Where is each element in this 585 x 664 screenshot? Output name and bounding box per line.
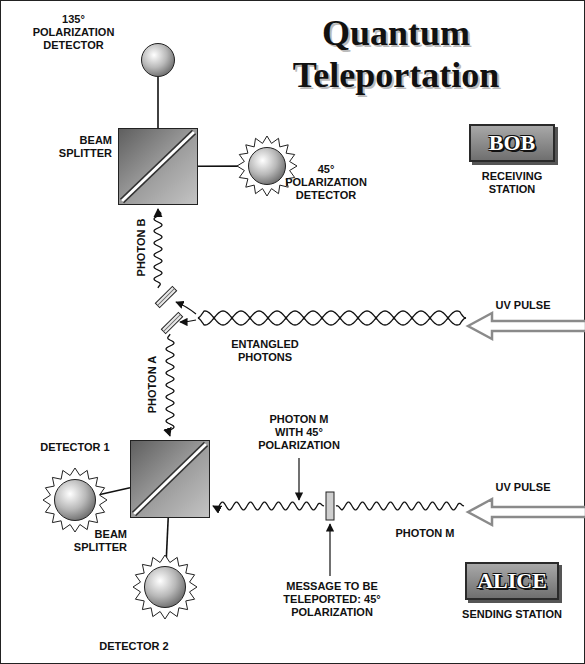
photon-wave xyxy=(166,334,174,436)
station-box: ALICESENDING STATION xyxy=(465,562,559,600)
polarizer xyxy=(326,492,334,520)
uv-pulse-arrow xyxy=(468,313,585,339)
annotation-label: UV PULSE xyxy=(486,481,560,494)
node-label: BEAM SPLITTER xyxy=(40,134,112,160)
connector-line xyxy=(157,77,159,128)
photon-wave xyxy=(154,209,162,288)
annotation-label: UV PULSE xyxy=(486,299,560,312)
detector-symbol xyxy=(54,479,96,521)
annotation-label: MESSAGE TO BE TELEPORTED: 45° POLARIZATI… xyxy=(276,580,388,619)
beam-split-arrow xyxy=(176,302,196,314)
leader-line xyxy=(329,524,330,576)
annotation-label: ENTANGLED PHOTONS xyxy=(215,338,315,364)
detector-symbol xyxy=(141,43,175,77)
detector-symbol xyxy=(248,147,286,185)
beam-splitter-cube xyxy=(118,128,198,205)
station-name: BOB xyxy=(471,126,553,160)
photon-detector: DETECTOR 1 xyxy=(54,479,96,521)
node-label: BEAM SPLITTER xyxy=(55,528,127,554)
node-label: DETECTOR 1 xyxy=(25,441,125,454)
station-box: BOBRECEIVING STATION xyxy=(469,124,555,162)
annotation-label: PHOTON M WITH 45° POLARIZATION xyxy=(255,413,343,452)
polarization-detector: 45° POLARIZATION DETECTOR xyxy=(248,147,286,185)
beam-split-arrow xyxy=(180,320,196,322)
station-caption: SENDING STATION xyxy=(457,608,567,621)
leader-line xyxy=(298,458,299,500)
photon-detector: DETECTOR 2 xyxy=(144,566,186,608)
detector-symbol xyxy=(144,566,186,608)
annotation-label: PHOTON A xyxy=(146,340,159,430)
beam-splitter: BEAM SPLITTER xyxy=(130,440,210,518)
photon-wave xyxy=(198,311,466,325)
station-caption: RECEIVING STATION xyxy=(457,170,567,196)
node-label: DETECTOR 2 xyxy=(84,640,184,653)
mirror xyxy=(161,312,182,333)
node-label: 45° POLARIZATION DETECTOR xyxy=(280,163,372,202)
beam-splitter-cube xyxy=(130,440,210,518)
uv-pulse-arrow xyxy=(468,499,585,525)
photon-wave xyxy=(198,311,466,325)
annotation-label: PHOTON M xyxy=(388,527,462,540)
title: Quantum Teleportation xyxy=(256,12,536,96)
beam-splitter: BEAM SPLITTER xyxy=(118,128,198,205)
node-label: 135° POLARIZATION DETECTOR xyxy=(26,13,121,52)
annotation-label: PHOTON B xyxy=(135,203,148,293)
photon-wave xyxy=(336,502,464,510)
photon-wave xyxy=(213,502,324,510)
station-name: ALICE xyxy=(467,564,557,598)
mirror xyxy=(155,286,176,307)
polarization-detector: 135° POLARIZATION DETECTOR xyxy=(141,43,175,77)
